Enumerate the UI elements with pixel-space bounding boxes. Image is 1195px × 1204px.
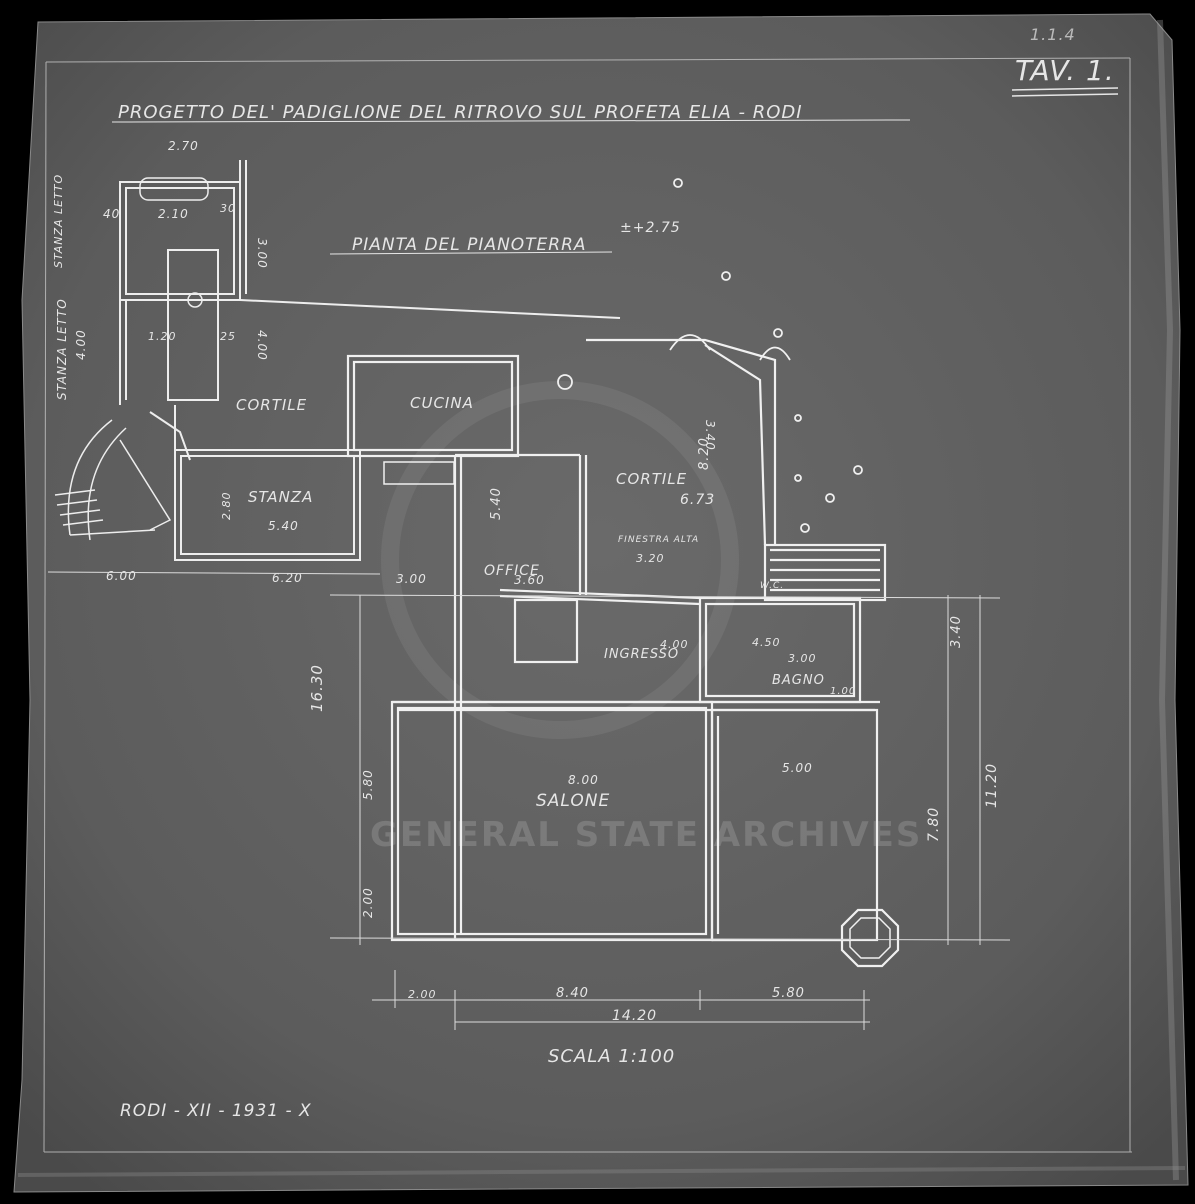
room-cortile-left: CORTILE [236,396,307,414]
dim-14-20: 14.20 [612,1008,657,1024]
dim-4-00-ingresso: 4.00 [660,638,689,651]
dim-2-10: 2.10 [158,207,189,221]
dimline-bottom-left [47,571,381,575]
label-wc: W.C. [760,581,784,591]
dim-3-20: 3.20 [636,552,665,565]
octagonal-tower [840,908,900,968]
scale-note: SCALA 1:100 [548,1046,675,1067]
reference-number: 1.1.4 [1030,25,1076,44]
dimension-lines [329,594,1011,1030]
dim-5-40a: 5.40 [268,519,299,533]
dim-1-00: 1.00 [830,686,856,697]
dim-4-00-vert: 4.00 [255,330,269,361]
dim-8-20: 8.20 [697,437,712,470]
dim-7-80: 7.80 [926,807,942,842]
dim-5-40b: 5.40 [489,487,504,520]
tav-underline-2 [1011,93,1119,97]
dim-2-00-v: 2.00 [361,887,375,918]
room-cortile-right: CORTILE [616,470,687,488]
room-salone: SALONE [536,791,610,811]
dim-40a: 40 [103,207,120,221]
elevation-mark: ±+2.75 [620,220,681,236]
dim-11-20: 11.20 [984,763,1000,808]
dim-5-80-h: 5.80 [772,986,805,1001]
dim-1-20: 1.20 [148,330,177,343]
tav-label: TAV. 1. [1015,54,1115,87]
dim-30a: 30 [220,202,236,215]
stove [383,461,455,485]
paper-crease-bottom [17,1166,1186,1177]
column-features [557,178,863,533]
main-building-walls [346,338,887,942]
watermark-emblem [381,381,739,739]
dim-3-00-h: 3.00 [396,572,427,586]
dim-3-00-vert: 3.00 [255,238,269,269]
sheet-border [43,57,1132,1153]
room-stanza-letto-2: STANZA LETTO [55,298,69,400]
octagonal-tower-inner [849,917,891,959]
dim-6-73: 6.73 [680,492,715,508]
dim-6-00: 6.00 [106,569,137,583]
plan-subtitle: PIANTA DEL PIANOTERRA [352,235,587,255]
paper-crease-right [1157,19,1179,1181]
room-cucina: CUCINA [410,394,474,412]
dim-3-00-bagno: 3.00 [788,652,817,665]
bathtub [139,177,209,201]
dim-5-80-v: 5.80 [361,769,375,800]
dim-2-80: 2.80 [220,492,233,521]
dim-16-30: 16.30 [308,664,326,712]
dim-3-40-cortile: 3.40 [703,420,717,451]
dim-4-50: 4.50 [752,636,781,649]
room-bagno: BAGNO [772,673,825,688]
subtitle-underline [329,251,613,255]
room-office: OFFICE [484,563,540,579]
dim-8-00: 8.00 [568,773,599,787]
dim-3-40-right: 3.40 [949,615,964,648]
title-underline [111,119,911,123]
tav-underline-1 [1011,87,1119,91]
room-ingresso: INGRESSO [604,647,679,662]
date-place: RODI - XII - 1931 - X [120,1101,312,1121]
dim-2-70: 2.70 [168,139,199,153]
left-wing-walls [119,160,621,561]
room-stanza: STANZA [248,488,313,506]
dim-8-40: 8.40 [556,986,589,1001]
wc-fixture [187,292,203,308]
watermark: GENERAL STATE ARCHIVES [370,815,922,855]
dim-6-20: 6.20 [272,571,303,585]
room-stanza-letto-1: STANZA LETTO [52,174,65,268]
label-finestra-alta: FINESTRA ALTA [618,535,699,545]
dim-3-60: 3.60 [514,573,545,587]
dim-4-00-left: 4.00 [74,329,88,360]
drawing-title: PROGETTO DEL' PADIGLIONE DEL RITROVO SUL… [118,102,803,123]
paper-sheet [13,13,1189,1193]
dim-25: 25 [220,330,236,343]
dim-5-00: 5.00 [782,761,813,775]
curved-staircase [54,419,172,541]
dim-2-00-h: 2.00 [408,988,437,1001]
